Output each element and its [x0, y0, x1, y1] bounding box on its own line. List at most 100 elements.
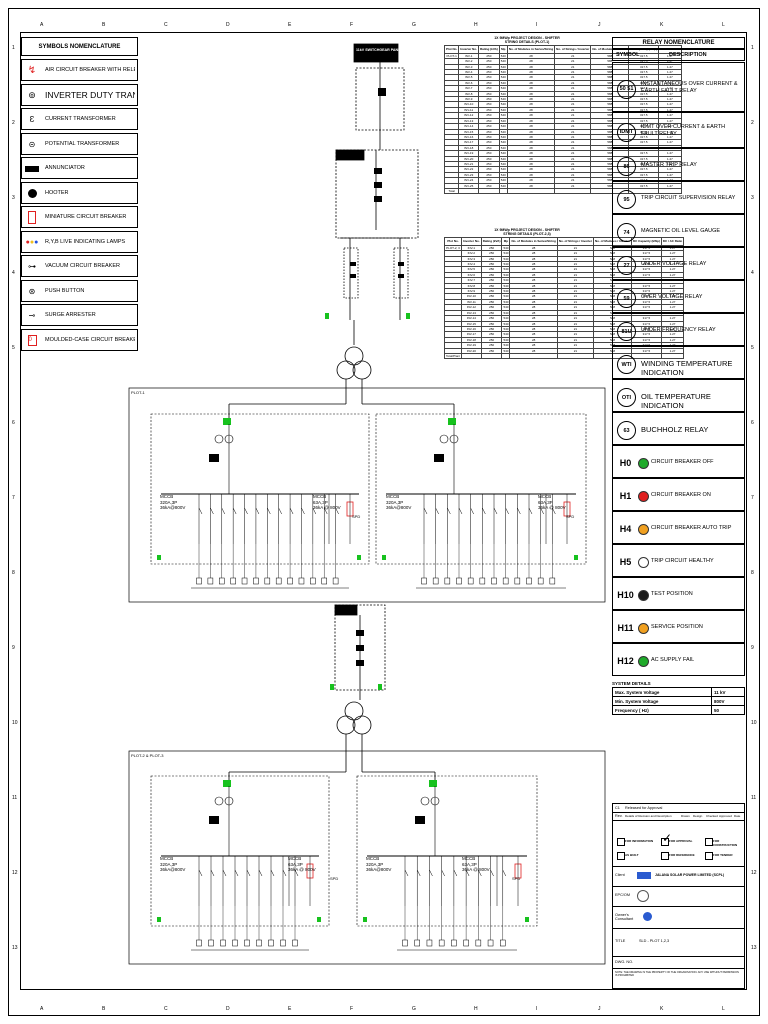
grid-row-label: 12 — [12, 870, 18, 876]
client-name: JALANA SOLAR POWER LIMITED (SCPL) — [655, 873, 725, 877]
table-cell: 21 — [556, 336, 595, 344]
legend-item: ⊛PUSH BUTTON — [21, 279, 138, 302]
feeder-breaker — [282, 869, 287, 877]
grid-row-label: 5 — [12, 345, 15, 351]
status-label: FOR INFORMATION — [625, 839, 654, 843]
grid-row-label: 3 — [751, 195, 754, 201]
status-checkbox: ✓ — [661, 831, 672, 846]
table-cell: 1.27 — [660, 325, 685, 333]
inverter-terminal — [444, 577, 451, 585]
inverter-terminal — [241, 577, 248, 585]
table-cell: 21 — [554, 166, 592, 173]
legend-item-label: SURGE ARRESTER — [45, 312, 96, 318]
table-cell: 28 — [506, 155, 556, 162]
relay-item-label: CIRCUIT BREAKER AUTO TRIP — [651, 525, 732, 531]
system-value: 50 — [710, 705, 746, 715]
inverter-terminal — [421, 577, 427, 585]
feeder-breaker — [246, 869, 251, 877]
table-cell: 21 — [554, 150, 592, 157]
table-cell: 1.27 — [660, 255, 685, 263]
table-cell: 21 — [554, 160, 592, 168]
relay-symbol-icon: 74 — [617, 223, 636, 242]
table-cell: 21 — [556, 315, 595, 322]
client-label: Client — [615, 873, 625, 877]
relay-symbol-icon: 81U — [617, 322, 636, 341]
legend-item: MINIATURE CIRCUIT BREAKER — [21, 206, 138, 228]
feeder-breaker — [528, 507, 533, 515]
feeder-breaker — [429, 869, 433, 877]
relay-item-label: IDMT OVER CURRENT & EARTH FAULT RELAY — [641, 124, 726, 137]
green-terminal — [317, 917, 321, 922]
table-header-cell: Inverter No. — [461, 236, 482, 246]
legend-item-label: PUSH BUTTON — [45, 287, 85, 294]
grid-col-label: E — [288, 1006, 292, 1012]
table-cell: 21 — [554, 139, 592, 146]
mccb-label: MCCB — [462, 856, 476, 861]
grid-col-label: K — [660, 1006, 664, 1012]
check-icon: ✓ — [662, 831, 673, 845]
inverter-terminal — [321, 577, 327, 585]
table-cell: 1.27 — [660, 320, 685, 327]
table-cell: 28 — [509, 336, 558, 344]
system-key: Max. System Voltage — [612, 687, 712, 697]
mccb-label: 320A,3P — [160, 499, 178, 505]
table-cell: 1.27 — [658, 128, 682, 135]
feeder-breaker — [478, 869, 482, 877]
middle-switchgear-details — [356, 630, 364, 666]
table-cell: 28 — [509, 244, 558, 252]
grid-col-label: I — [536, 22, 538, 28]
mccb-label: MCCB — [313, 494, 327, 499]
feeder-breaker — [404, 869, 409, 877]
feeder-breaker — [234, 869, 239, 877]
table-cell — [501, 352, 511, 360]
table-cell: 28 — [506, 79, 556, 87]
grid-row-label: 6 — [751, 420, 754, 426]
status-label: FOR REFERENCE — [669, 853, 695, 857]
grid-col-label: D — [226, 22, 230, 28]
table-cell: 588 — [590, 150, 630, 157]
table-cell: 21 — [556, 342, 595, 349]
table-cell: 1.27 — [658, 160, 682, 168]
table-cell: 28 — [506, 117, 556, 125]
ht-switchgear-top — [335, 43, 419, 345]
plot1-panel-border — [128, 387, 606, 603]
inverter-terminal — [514, 577, 521, 585]
inverter-terminal — [426, 939, 433, 947]
rev-head-checked: Checked — [706, 814, 718, 818]
relay-item-label: AC SUPPLY FAIL — [651, 657, 695, 663]
relay-nomenclature: RELAY NOMENCLATURE SYMBOL DESCRIPTION 50… — [612, 37, 745, 676]
symbols-legend: SYMBOLS NOMENCLATURE ↯AIR CIRCUIT BREAKE… — [21, 37, 138, 353]
table-cell: 1.27 — [658, 101, 682, 108]
inverter-terminal — [287, 577, 293, 585]
plot23-panel-border — [128, 750, 606, 965]
indicator-lamp-icon — [638, 623, 649, 634]
table-cell: 1.27 — [660, 288, 685, 295]
grid-col-label: B — [102, 1006, 106, 1012]
table-cell: 588 — [590, 96, 630, 103]
mccb-label: MCCB — [160, 494, 174, 499]
green-terminals-top — [325, 313, 410, 319]
mcb-icon — [24, 210, 40, 225]
grid-col-label: C — [164, 22, 168, 28]
grid-row-label: 10 — [12, 720, 18, 726]
inverter-terminal — [463, 939, 469, 947]
grid-col-label: F — [350, 22, 354, 28]
table-cell — [480, 352, 503, 360]
relay-header: SYMBOL DESCRIPTION — [612, 49, 745, 61]
table-cell: 21 — [554, 106, 592, 114]
table-total-label: Total/Plant — [443, 352, 463, 360]
grid-col-label: G — [412, 1006, 416, 1012]
table-cell: 21 — [554, 112, 592, 119]
table-cell: 588 — [590, 68, 630, 76]
table-cell: 28 — [509, 266, 558, 273]
grid-col-label: H — [474, 22, 478, 28]
feeder-breaker — [465, 869, 470, 877]
table-plot-cell: PLOT-1 — [443, 52, 460, 60]
